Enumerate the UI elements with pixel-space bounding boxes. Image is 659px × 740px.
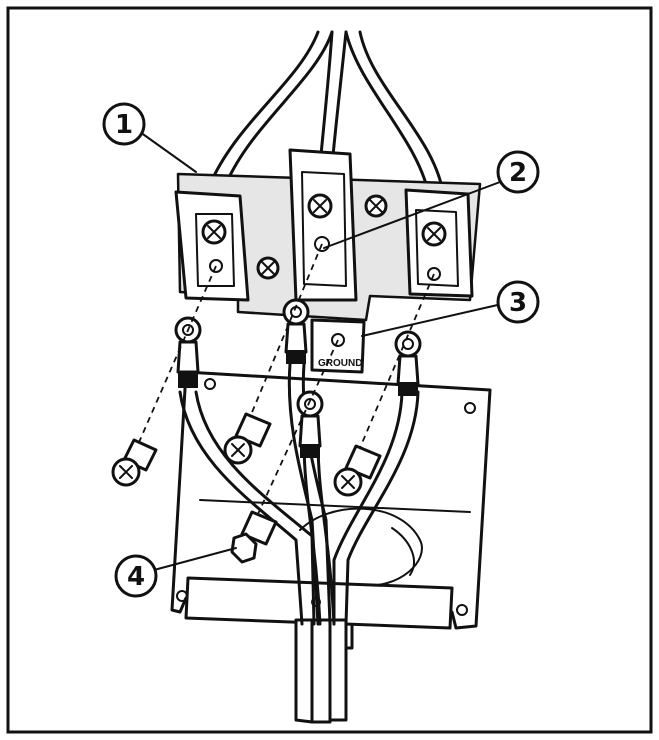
callout-4: 4: [114, 554, 158, 598]
callout-2-number: 2: [509, 158, 527, 188]
callout-1: 1: [102, 102, 146, 146]
screw-middle: [223, 412, 272, 465]
ring-terminal-ground: [296, 390, 324, 458]
ring-terminal-left: [174, 316, 202, 388]
ground-tab: GROUND: [310, 318, 366, 374]
power-cord-bottom: [294, 618, 348, 724]
callout-3-number: 3: [509, 288, 527, 318]
cord-wires: [178, 362, 420, 626]
ground-label: GROUND: [318, 358, 362, 369]
ring-terminal-middle: [282, 298, 310, 364]
alignment-lines: [125, 243, 435, 541]
screw-right: [333, 444, 382, 497]
ring-terminal-right: [394, 330, 422, 396]
screw-left: [111, 438, 158, 487]
callout-1-number: 1: [115, 110, 133, 140]
callout-3: 3: [496, 280, 540, 324]
callout-4-number: 4: [127, 562, 145, 592]
callout-2: 2: [496, 150, 540, 194]
ground-screw: [230, 510, 278, 564]
callout-leaders: [139, 131, 503, 571]
